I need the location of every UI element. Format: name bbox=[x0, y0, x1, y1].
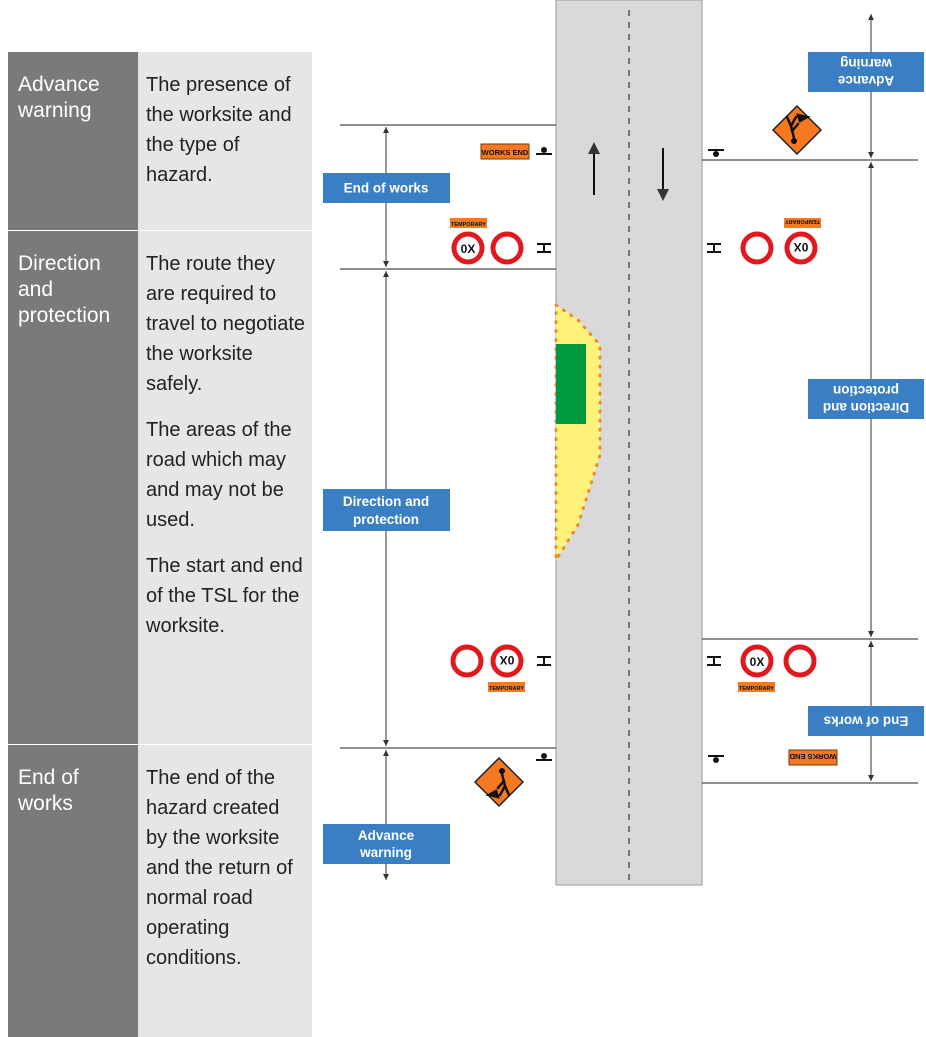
end-restriction-sign bbox=[740, 231, 774, 265]
left-label-advance-warning: Advance warning bbox=[323, 824, 450, 864]
svg-text:warning: warning bbox=[840, 56, 893, 71]
svg-text:Advance: Advance bbox=[358, 828, 415, 843]
end-restriction-sign bbox=[490, 231, 524, 265]
temporary-plate: TEMPORARY bbox=[738, 682, 775, 692]
roadworks-warning-sign-icon bbox=[473, 756, 525, 808]
description-text: The areas of the road which may and may … bbox=[146, 419, 292, 531]
zone-name: End of works bbox=[8, 745, 138, 1037]
end-restriction-sign bbox=[783, 644, 817, 678]
right-label-direction-protection: Direction and protection bbox=[808, 379, 924, 419]
svg-text:TEMPORARY: TEMPORARY bbox=[739, 686, 774, 692]
zone-row-end-of-works: End of works The end of the hazard creat… bbox=[8, 744, 312, 1037]
zone-name: Advance warning bbox=[8, 52, 138, 230]
zone-description: The end of the hazard created by the wor… bbox=[138, 745, 312, 1037]
zone-row-direction-protection: Direction and protection The route they … bbox=[8, 230, 312, 744]
description-text: The route they are required to travel to… bbox=[146, 253, 305, 395]
svg-text:Advance: Advance bbox=[837, 73, 894, 88]
work-area bbox=[556, 344, 586, 424]
svg-text:0X: 0X bbox=[794, 240, 809, 254]
sign-post-icon bbox=[536, 753, 552, 761]
temporary-plate: TEMPORARY bbox=[784, 218, 821, 228]
right-label-advance-warning: Advance warning bbox=[808, 52, 924, 92]
svg-text:WORKS END: WORKS END bbox=[482, 148, 529, 157]
works-end-sign: WORKS END bbox=[788, 749, 838, 766]
zone-table: Advance warning The presence of the work… bbox=[8, 52, 312, 1037]
speed-limit-sign: 0X bbox=[784, 231, 818, 265]
works-end-sign: WORKS END bbox=[480, 143, 530, 160]
speed-limit-sign: 0X bbox=[451, 231, 485, 265]
description-text: The start and end of the TSL for the wor… bbox=[146, 555, 303, 637]
sign-post-icon bbox=[708, 755, 724, 763]
speed-limit-sign: 0X bbox=[490, 644, 524, 678]
temporary-plate: TEMPORARY bbox=[488, 682, 525, 692]
svg-text:0X: 0X bbox=[750, 655, 765, 669]
svg-text:warning: warning bbox=[359, 845, 412, 860]
svg-text:TEMPORARY: TEMPORARY bbox=[451, 222, 486, 228]
right-label-end-of-works: End of works bbox=[808, 706, 924, 736]
svg-text:Direction and: Direction and bbox=[823, 400, 909, 415]
svg-text:Direction and: Direction and bbox=[343, 494, 429, 509]
svg-text:End of works: End of works bbox=[824, 714, 909, 729]
zone-description: The presence of the worksite and the typ… bbox=[138, 52, 312, 230]
svg-text:TEMPORARY: TEMPORARY bbox=[489, 686, 524, 692]
speed-limit-sign: 0X bbox=[740, 644, 774, 678]
svg-text:protection: protection bbox=[353, 512, 419, 527]
description-text: The presence of the worksite and the typ… bbox=[146, 74, 292, 186]
sign-post-icon bbox=[708, 149, 724, 157]
double-post-icon bbox=[707, 656, 721, 666]
double-post-icon bbox=[537, 656, 551, 666]
end-restriction-sign bbox=[450, 644, 484, 678]
zone-name: Direction and protection bbox=[8, 231, 138, 744]
svg-text:0X: 0X bbox=[461, 242, 476, 256]
roadworks-warning-sign-icon bbox=[771, 104, 823, 156]
svg-text:0X: 0X bbox=[500, 653, 515, 667]
svg-text:TEMPORARY: TEMPORARY bbox=[785, 218, 820, 224]
zone-description: The route they are required to travel to… bbox=[138, 231, 312, 744]
svg-text:protection: protection bbox=[833, 383, 899, 398]
left-label-end-of-works: End of works bbox=[323, 173, 450, 203]
zone-row-advance-warning: Advance warning The presence of the work… bbox=[8, 52, 312, 230]
double-post-icon bbox=[707, 243, 721, 253]
svg-text:End of works: End of works bbox=[344, 181, 429, 196]
sign-post-icon bbox=[536, 147, 552, 155]
temporary-plate: TEMPORARY bbox=[450, 218, 487, 228]
description-text: The end of the hazard created by the wor… bbox=[146, 767, 293, 969]
double-post-icon bbox=[537, 243, 551, 253]
svg-text:WORKS END: WORKS END bbox=[789, 752, 836, 761]
left-label-direction-protection: Direction and protection bbox=[323, 489, 450, 531]
